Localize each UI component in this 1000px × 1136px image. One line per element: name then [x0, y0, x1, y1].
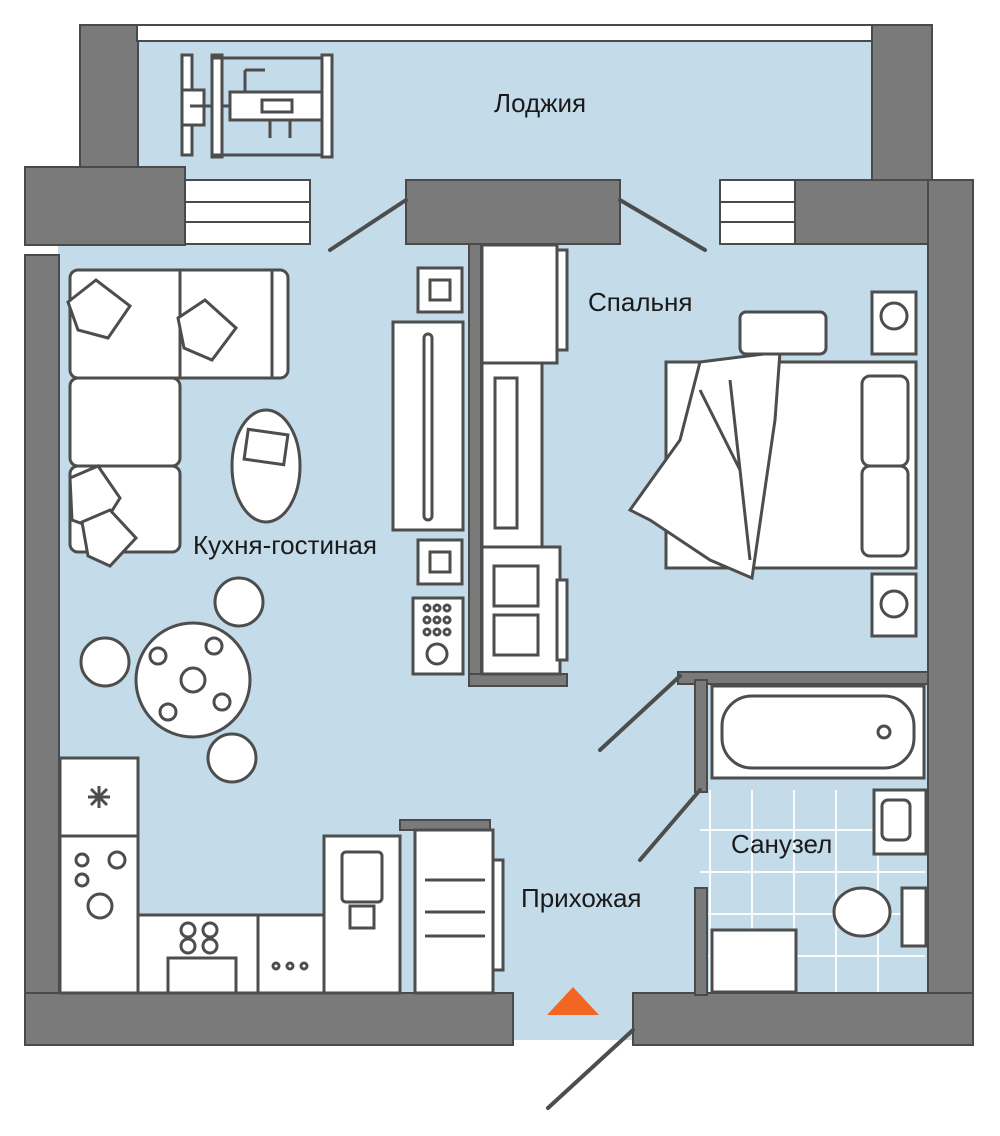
wall-bath-left-upper	[694, 679, 708, 793]
room-label-bathroom: Санузел	[731, 829, 833, 859]
walls	[24, 24, 974, 1046]
wall-bath-left-lower	[694, 887, 708, 996]
wall-top-center	[405, 179, 621, 245]
door-swings	[328, 198, 707, 1110]
exercise-bench	[180, 53, 334, 159]
sofa	[66, 268, 290, 568]
windows	[136, 24, 873, 245]
bedroom-wardrobe	[480, 243, 569, 676]
hallway-wardrobe	[413, 828, 505, 995]
coffee-table	[230, 408, 302, 524]
wall-left	[24, 254, 60, 1046]
loggia-glazing	[136, 24, 873, 42]
wall-bottom-left	[24, 992, 514, 1046]
room-label-hallway: Прихожая	[521, 883, 642, 913]
bathroom-fixtures	[710, 684, 928, 994]
wall-loggia-right	[871, 24, 933, 186]
wall-bath-top	[677, 671, 929, 685]
room-label-kitchen-living: Кухня-гостиная	[193, 530, 377, 560]
entrance-marker	[547, 987, 599, 1015]
wall-partition-bottom	[468, 673, 568, 687]
double-bed	[627, 290, 918, 638]
room-label-bedroom: Спальня	[588, 287, 693, 317]
wall-top-left	[24, 166, 186, 246]
room-label-loggia: Лоджия	[494, 88, 587, 118]
wall-bottom-right	[632, 992, 974, 1046]
tv-unit	[391, 266, 465, 676]
wall-right	[927, 179, 974, 1046]
kitchen-counters	[58, 756, 402, 995]
window-right	[719, 179, 796, 245]
window-left	[184, 179, 311, 245]
dining-table	[79, 576, 265, 784]
wall-loggia-left	[79, 24, 139, 186]
wall-partition-vertical	[468, 243, 482, 685]
